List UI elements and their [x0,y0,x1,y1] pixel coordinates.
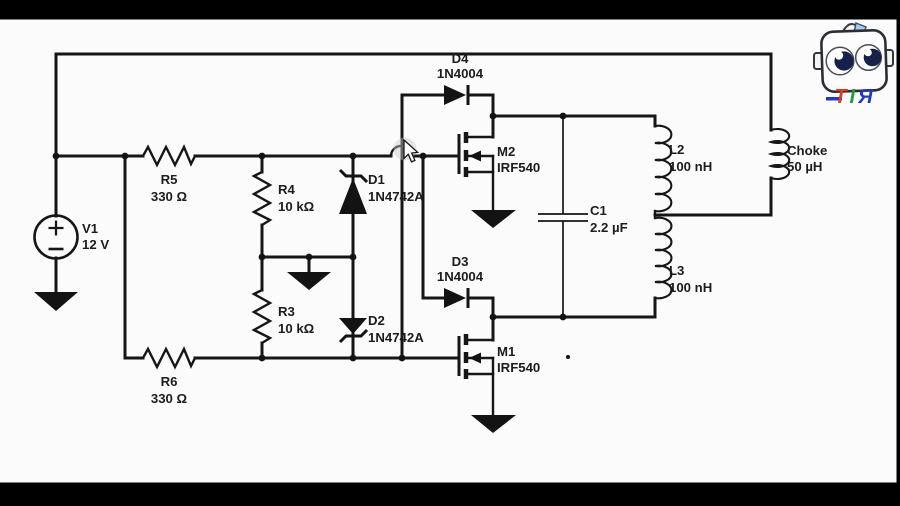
l2-value-label: 100 nH [669,159,712,174]
r5-value-label: 330 Ω [151,189,188,204]
d2-ref-label: D2 [368,313,385,328]
diode-triangle [444,85,466,105]
component-d3 [444,288,470,308]
channel-logo: TIЯ [813,22,894,108]
r6-value-label: 330 Ω [151,391,188,406]
m1-ref-label: M1 [497,344,515,359]
logo-underline [826,97,842,101]
d3-value-label: 1N4004 [437,269,484,284]
diode-triangle [444,288,466,308]
stray-dot [566,355,570,359]
m1-value-label: IRF540 [497,360,540,375]
d3-ref-label: D3 [452,254,469,269]
resistor-r5-zigzag [141,144,197,168]
r3-ref-label: R3 [278,304,295,319]
plus-sign [48,220,64,236]
r3-value-label: 10 kΩ [278,321,315,336]
choke-value-label: 50 µH [787,159,822,174]
l2-ref-label: L2 [669,142,684,157]
component-d1-zener [338,168,369,214]
l3-value-label: 100 nH [669,280,712,295]
d4-value-label: 1N4004 [437,66,484,81]
component-v1-source [33,214,79,260]
v1-value-label: 12 V [82,237,109,252]
r4-ref-label: R4 [278,182,296,197]
c1-ref-label: C1 [590,203,607,218]
inductor-l2-coil [654,124,673,213]
mosfet-arrow [469,150,481,162]
ground-symbols [34,210,516,433]
d2-value-label: 1N4742A [368,330,424,345]
resistor-r6-zigzag [141,346,197,370]
choke-inductor-coil [767,127,791,181]
voltage-source-circle [33,214,79,260]
logo-letters: TIЯ [834,86,875,108]
ground-icon [471,415,516,433]
choke-ref-label: Choke [787,143,827,158]
mouse-cursor[interactable] [393,137,420,163]
component-m1-mosfet [457,334,495,417]
d1-ref-label: D1 [368,172,385,187]
component-m2-mosfet [457,132,495,212]
c1-value-label: 2.2 µF [590,220,628,235]
junction-dots [52,112,570,362]
letterbox-top [0,0,900,20]
ground-icon [34,292,78,311]
component-d2-zener [338,318,369,344]
l3-ref-label: L3 [669,263,684,278]
ground-icon [287,272,331,290]
mosfet-arrow [469,352,481,364]
eye-shine-left-icon [834,51,844,60]
letterbox-bottom [0,482,900,506]
resistor-r3-zigzag [251,288,273,345]
d4-ref-label: D4 [452,51,470,66]
labels: V1 12 V R5 330 Ω R6 330 Ω R4 10 kΩ R3 10… [82,51,827,406]
eye-shine-right-icon [864,48,872,57]
m2-ref-label: M2 [497,144,515,159]
d1-value-label: 1N4742A [368,189,424,204]
r5-ref-label: R5 [161,172,178,187]
resistor-r4-zigzag [251,170,273,227]
zener-triangle [339,178,367,214]
r4-value-label: 10 kΩ [278,199,315,214]
v1-ref-label: V1 [82,221,98,236]
r6-ref-label: R6 [161,374,178,389]
component-d4 [444,85,470,105]
ground-icon [471,210,516,228]
letterbox-right-edge [896,0,900,506]
cursor-arrow-icon [403,138,420,163]
m2-value-label: IRF540 [497,160,540,175]
inductor-l3-coil [654,216,673,300]
zener-triangle [339,318,367,334]
